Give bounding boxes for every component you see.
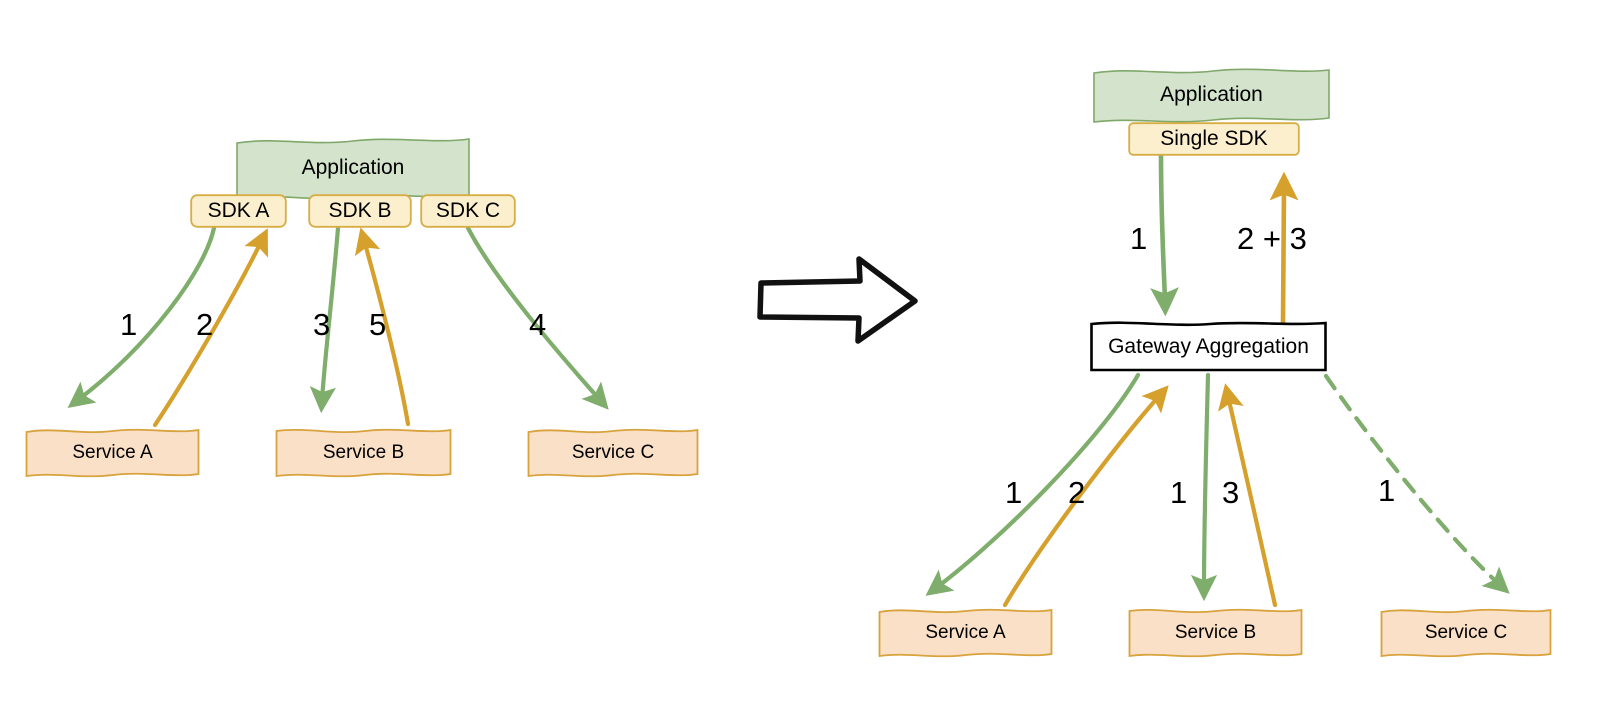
- right-service-a-box[interactable]: Service A: [878, 606, 1053, 660]
- right-service-b-label: Service B: [1174, 622, 1257, 643]
- flow-label-left-1: 1: [120, 307, 138, 342]
- flow-left-4: [465, 225, 609, 410]
- left-service-a-label: Service A: [72, 442, 153, 463]
- left-sdk-b-box[interactable]: SDK B: [308, 194, 412, 228]
- right-service-c-label: Service C: [1424, 622, 1508, 643]
- left-sdk-c-box[interactable]: SDK C: [420, 194, 516, 228]
- left-service-c-label: Service C: [571, 442, 655, 463]
- left-sdk-a-box[interactable]: SDK A: [190, 194, 287, 228]
- flow-right-service-b-3: [1218, 383, 1278, 608]
- right-application-label: Application: [1160, 83, 1263, 106]
- left-application-label: Application: [301, 156, 405, 179]
- left-service-b-label: Service B: [322, 442, 405, 463]
- flow-label-right-service-a-1: 1: [1005, 475, 1023, 510]
- right-arrow-icon: [757, 256, 918, 344]
- left-sdk-a-label: SDK A: [207, 199, 270, 222]
- right-service-a-label: Service A: [925, 622, 1006, 643]
- flow-label-left-4: 4: [529, 307, 547, 342]
- flow-label-right-service-c-1: 1: [1378, 473, 1396, 508]
- flow-right-service-a-1: [925, 372, 1141, 596]
- right-single-sdk-label: Single SDK: [1160, 127, 1268, 150]
- flow-right-2plus3: [1269, 171, 1299, 325]
- flow-label-left-5: 5: [369, 307, 387, 342]
- flow-label-right-1: 1: [1130, 221, 1148, 256]
- flow-label-left-2: 2: [196, 307, 214, 342]
- flow-label-left-3: 3: [313, 307, 331, 342]
- right-application-box: Application: [1093, 66, 1330, 124]
- left-application-box: Application: [236, 135, 470, 201]
- gateway-aggregation-label: Gateway Aggregation: [1108, 335, 1309, 358]
- right-service-b-box[interactable]: Service B: [1128, 606, 1303, 660]
- flow-right-service-b-1: [1190, 372, 1218, 602]
- flow-label-right-service-b-1: 1: [1170, 475, 1188, 510]
- flow-left-3: [309, 225, 341, 414]
- flow-left-2: [152, 228, 268, 428]
- flow-left-5: [354, 227, 411, 427]
- flow-label-right-service-b-3: 3: [1222, 475, 1240, 510]
- left-sdk-b-label: SDK B: [328, 199, 392, 222]
- left-service-b-box[interactable]: Service B: [275, 426, 452, 480]
- flow-right-service-c-1: [1323, 373, 1510, 594]
- left-sdk-c-label: SDK C: [435, 199, 501, 222]
- gateway-aggregation-box[interactable]: Gateway Aggregation: [1090, 320, 1327, 374]
- right-single-sdk-box[interactable]: Single SDK: [1128, 122, 1300, 156]
- left-service-a-box[interactable]: Service A: [25, 426, 200, 480]
- right-service-c-box[interactable]: Service C: [1380, 606, 1552, 660]
- flow-left-1: [67, 225, 217, 408]
- left-service-c-box[interactable]: Service C: [527, 426, 699, 480]
- flow-label-right-2plus3: 2 + 3: [1237, 221, 1307, 256]
- flow-right-1: [1150, 153, 1179, 317]
- flow-right-service-a-2: [1002, 385, 1169, 608]
- flow-label-right-service-a-2: 2: [1068, 475, 1086, 510]
